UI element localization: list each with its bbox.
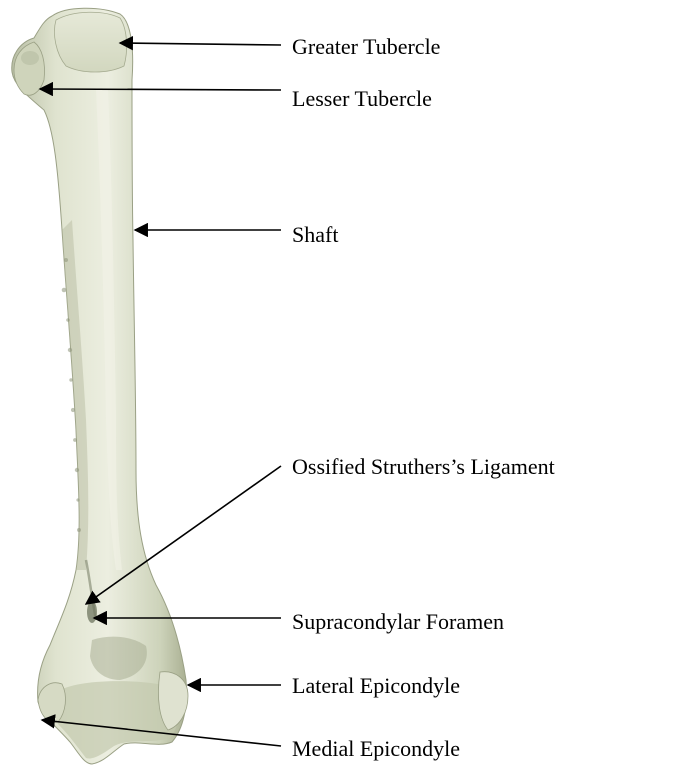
label-shaft: Shaft [292, 222, 338, 247]
greater-tubercle-shape [54, 12, 126, 72]
lateral-epicondyle-shape [158, 672, 188, 730]
label-lesser-tubercle: Lesser Tubercle [292, 86, 432, 111]
label-lateral-epicondyle: Lateral Epicondyle [292, 673, 460, 698]
humerus-bone [12, 8, 188, 764]
anatomy-labels: Greater Tubercle Lesser Tubercle Shaft O… [292, 34, 555, 761]
label-medial-epicondyle: Medial Epicondyle [292, 736, 460, 761]
arrow-lesser-tubercle [40, 89, 281, 90]
label-greater-tubercle: Greater Tubercle [292, 34, 440, 59]
tubercle-shadow [21, 51, 39, 65]
label-supracondylar-foramen: Supracondylar Foramen [292, 609, 504, 634]
label-ossified-struthers-ligament: Ossified Struthers’s Ligament [292, 454, 555, 479]
arrow-greater-tubercle [120, 43, 281, 45]
supracondylar-foramen-shape [87, 601, 97, 623]
